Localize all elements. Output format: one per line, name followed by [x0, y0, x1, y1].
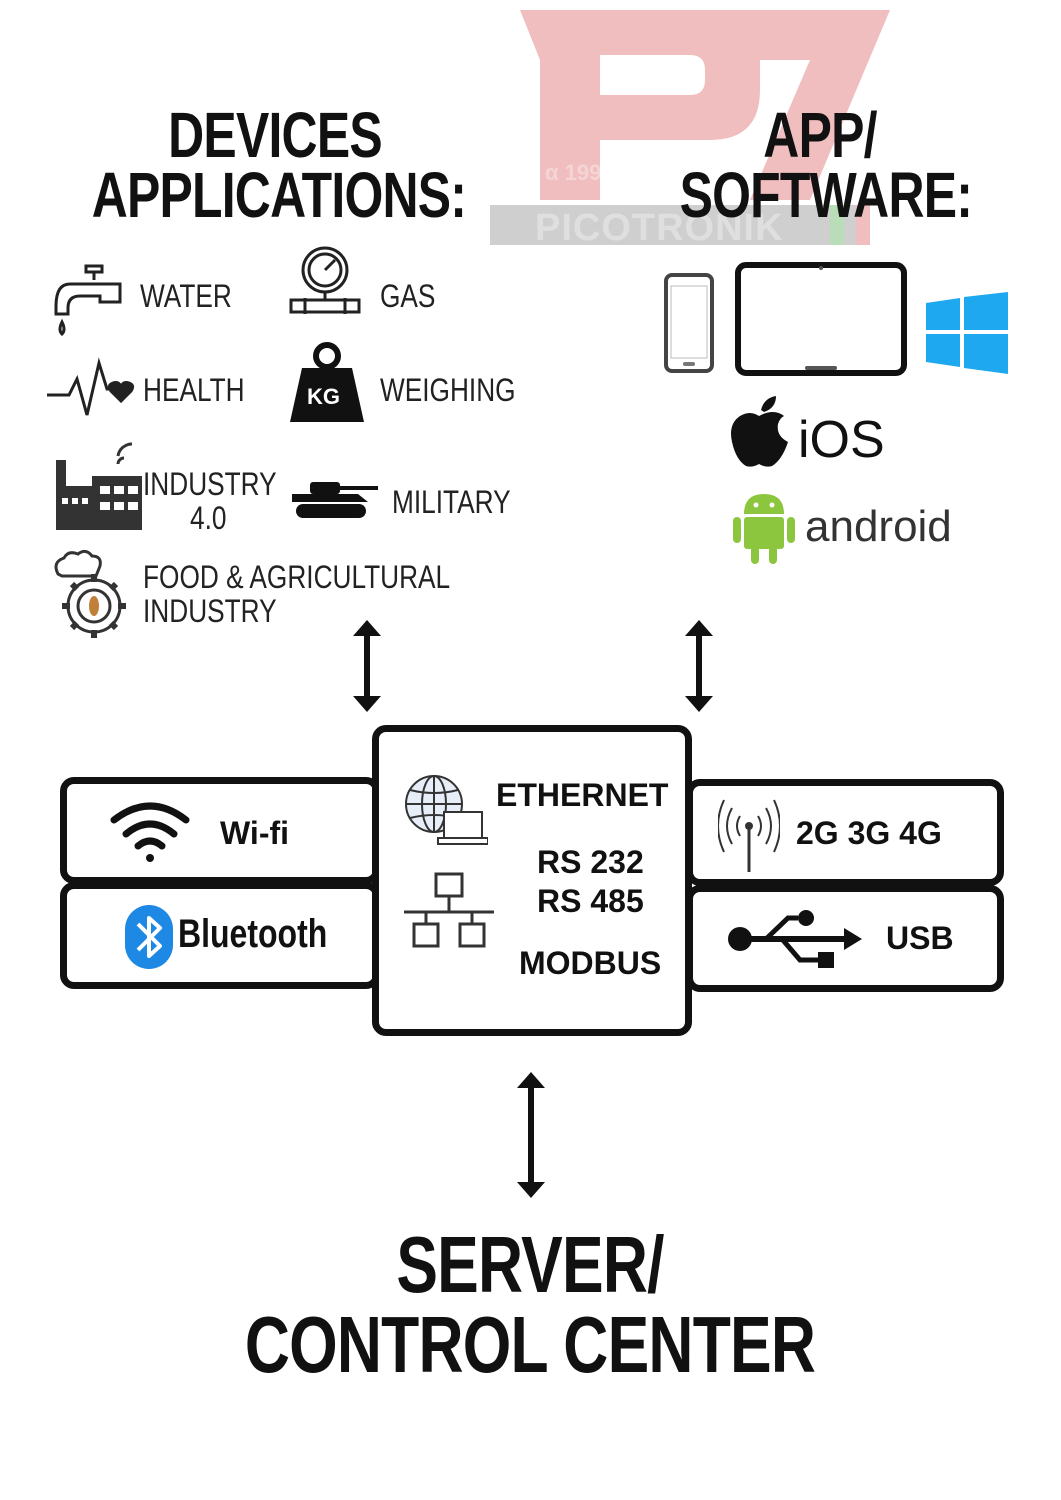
pressure-gauge-icon	[285, 244, 365, 320]
bluetooth-label: Bluetooth	[178, 912, 328, 956]
software-heading-line2: SOFTWARE:	[679, 159, 973, 231]
server-heading-line1: SERVER/	[396, 1220, 664, 1309]
industry-label-line1: INDUSTRY	[143, 466, 277, 502]
hub-server-arrow	[514, 1072, 548, 1198]
faucet-icon	[50, 262, 128, 340]
app-software-heading: APP/ SOFTWARE:	[679, 99, 973, 231]
water-label: WATER	[140, 278, 232, 314]
software-hub-arrow	[682, 620, 716, 712]
devices-heading-line2: APPLICATIONS:	[91, 159, 467, 231]
android-label: android	[805, 502, 952, 551]
rs485-label: RS 485	[537, 883, 644, 919]
ethernet-label: ETHERNET	[496, 777, 669, 813]
android-robot-icon	[732, 488, 796, 564]
factory-icon	[52, 440, 144, 530]
health-label: HEALTH	[143, 372, 245, 408]
food-gear-icon	[48, 548, 136, 644]
software-heading-line1: APP/	[763, 99, 877, 171]
usb-label: USB	[886, 920, 954, 956]
tablet-icon	[735, 262, 907, 376]
bluetooth-box	[60, 882, 380, 989]
wifi-icon	[108, 800, 192, 864]
military-label: MILITARY	[392, 484, 511, 520]
kg-text: KG	[307, 384, 340, 409]
network-topology-icon	[404, 872, 494, 950]
smartphone-icon	[663, 272, 715, 374]
server-control-center-heading: SERVER/ CONTROL CENTER	[218, 1225, 842, 1385]
devices-heading-line1: DEVICES	[168, 99, 382, 171]
ios-label: iOS	[798, 411, 885, 469]
industry-label-line2: 4.0	[190, 500, 227, 536]
wifi-label: Wi-fi	[220, 815, 290, 851]
rs232-label: RS 232	[537, 844, 644, 880]
devices-hub-arrow	[350, 620, 384, 712]
apple-logo-icon	[728, 396, 790, 468]
kg-weight-icon	[288, 342, 366, 426]
watermark-est: α 1990	[545, 160, 614, 185]
weighing-label: WEIGHING	[380, 372, 516, 408]
bluetooth-icon	[124, 904, 174, 970]
food-label-line1: FOOD & AGRICULTURAL	[143, 559, 451, 595]
tank-icon	[288, 478, 380, 522]
globe-laptop-icon	[402, 774, 488, 852]
heartbeat-icon	[45, 355, 137, 421]
gas-label: GAS	[380, 278, 436, 314]
devices-applications-heading: DEVICES APPLICATIONS:	[91, 99, 467, 231]
food-label-line2: INDUSTRY	[143, 593, 277, 629]
antenna-icon	[718, 798, 780, 874]
watermark-brand: PICOTRONIK	[535, 207, 784, 249]
windows-logo-icon	[926, 292, 1008, 374]
picotronik-watermark-logo	[480, 0, 900, 250]
usb-icon	[726, 908, 864, 970]
modbus-label: MODBUS	[519, 945, 662, 981]
cellular-label: 2G 3G 4G	[796, 815, 942, 851]
server-heading-line2: CONTROL CENTER	[244, 1300, 816, 1389]
